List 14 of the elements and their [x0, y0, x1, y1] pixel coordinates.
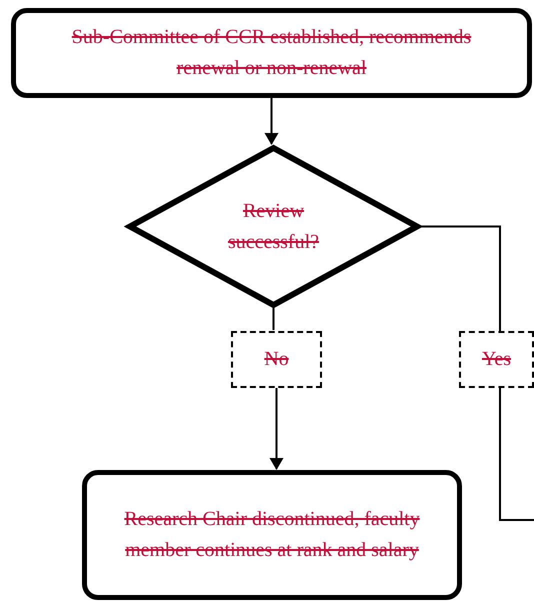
- node-text: Research Chair discontinued, faculty member continues at rank and salary: [123, 507, 421, 563]
- arrow: [264, 98, 278, 145]
- process-box: [82, 470, 462, 600]
- arrow: [270, 388, 284, 470]
- connector-line: [499, 388, 534, 521]
- connector-line: [272, 308, 274, 330]
- node-text: Yes: [482, 347, 512, 372]
- label-box: [231, 331, 322, 388]
- node-text: Review successful?: [226, 198, 320, 254]
- label-box: [459, 331, 534, 388]
- process-box: [11, 8, 532, 98]
- node-text: No: [264, 347, 289, 372]
- connector-line: [420, 226, 501, 331]
- node-text: Sub-Committee of CCR established, recommends renewal or non-renewal: [70, 25, 472, 81]
